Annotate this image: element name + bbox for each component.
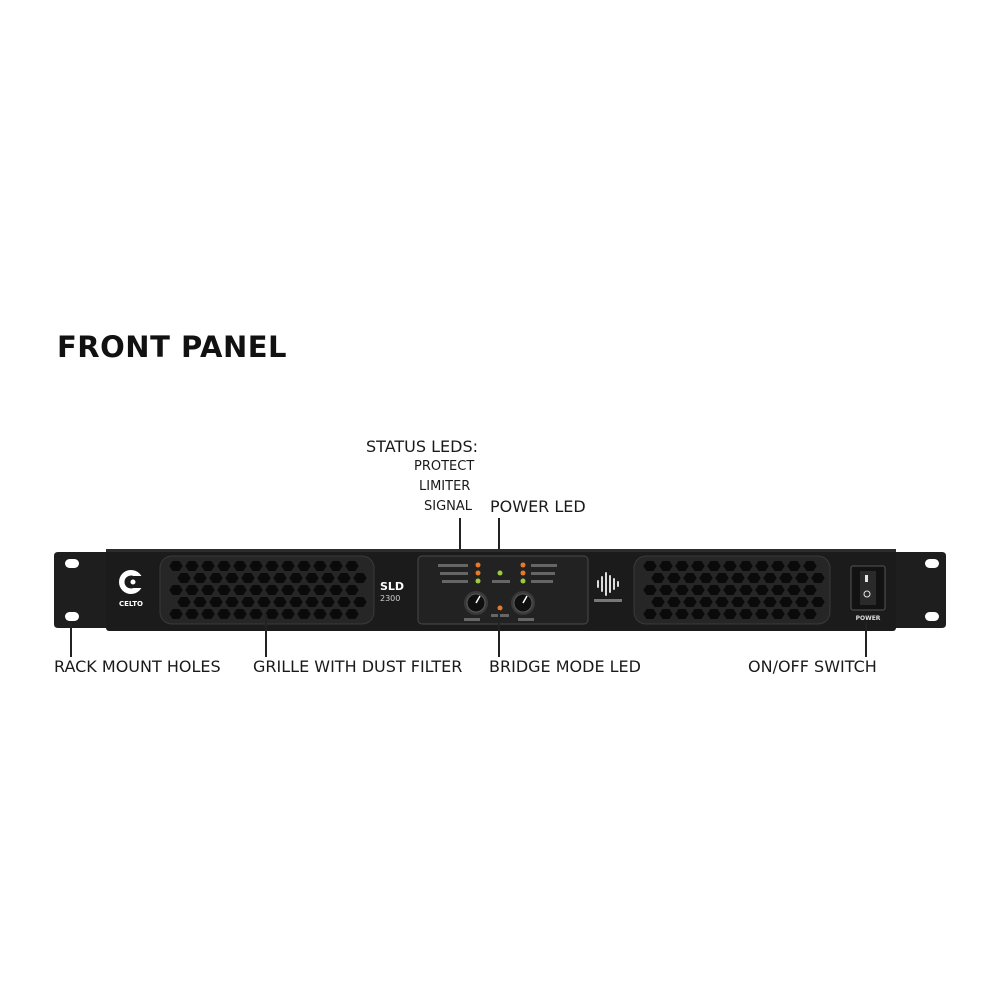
rack-hole-bottom-left — [65, 612, 79, 621]
brand-text: CELTO — [119, 600, 143, 608]
left-rack-ear — [54, 552, 108, 628]
right-grille — [634, 556, 830, 624]
signal-led-ch2 — [521, 579, 526, 584]
right-rack-ear — [894, 552, 946, 628]
model-text: SLD — [380, 580, 404, 593]
model-number-text: 2300 — [380, 594, 400, 603]
signal-led-ch1 — [476, 579, 481, 584]
grille-label: GRILLE WITH DUST FILTER — [253, 657, 462, 676]
rack-mount-holes-label: RACK MOUNT HOLES — [54, 657, 221, 676]
protect-led-ch1 — [476, 563, 481, 568]
protect-led-ch2 — [521, 563, 526, 568]
power-led — [498, 571, 503, 576]
rack-hole-top-left — [65, 559, 79, 568]
bridge-led-leader-line — [498, 610, 500, 657]
limiter-led-ch2 — [521, 571, 526, 576]
control-panel — [418, 556, 588, 624]
limiter-led-ch1 — [476, 571, 481, 576]
rack-holes-leader-line — [70, 623, 72, 657]
gain-knob-ch1 — [464, 591, 488, 615]
switch-leader-line — [865, 622, 867, 657]
power-switch-text: POWER — [856, 615, 881, 622]
onoff-switch-label: ON/OFF SWITCH — [748, 657, 877, 676]
bridge-mode-led-label: BRIDGE MODE LED — [489, 657, 641, 676]
power-switch — [851, 566, 885, 610]
gain-knob-ch2 — [511, 591, 535, 615]
grille-leader-line — [265, 614, 267, 657]
rack-hole-bottom-right — [925, 612, 939, 621]
left-grille — [160, 556, 374, 624]
rack-hole-top-right — [925, 559, 939, 568]
